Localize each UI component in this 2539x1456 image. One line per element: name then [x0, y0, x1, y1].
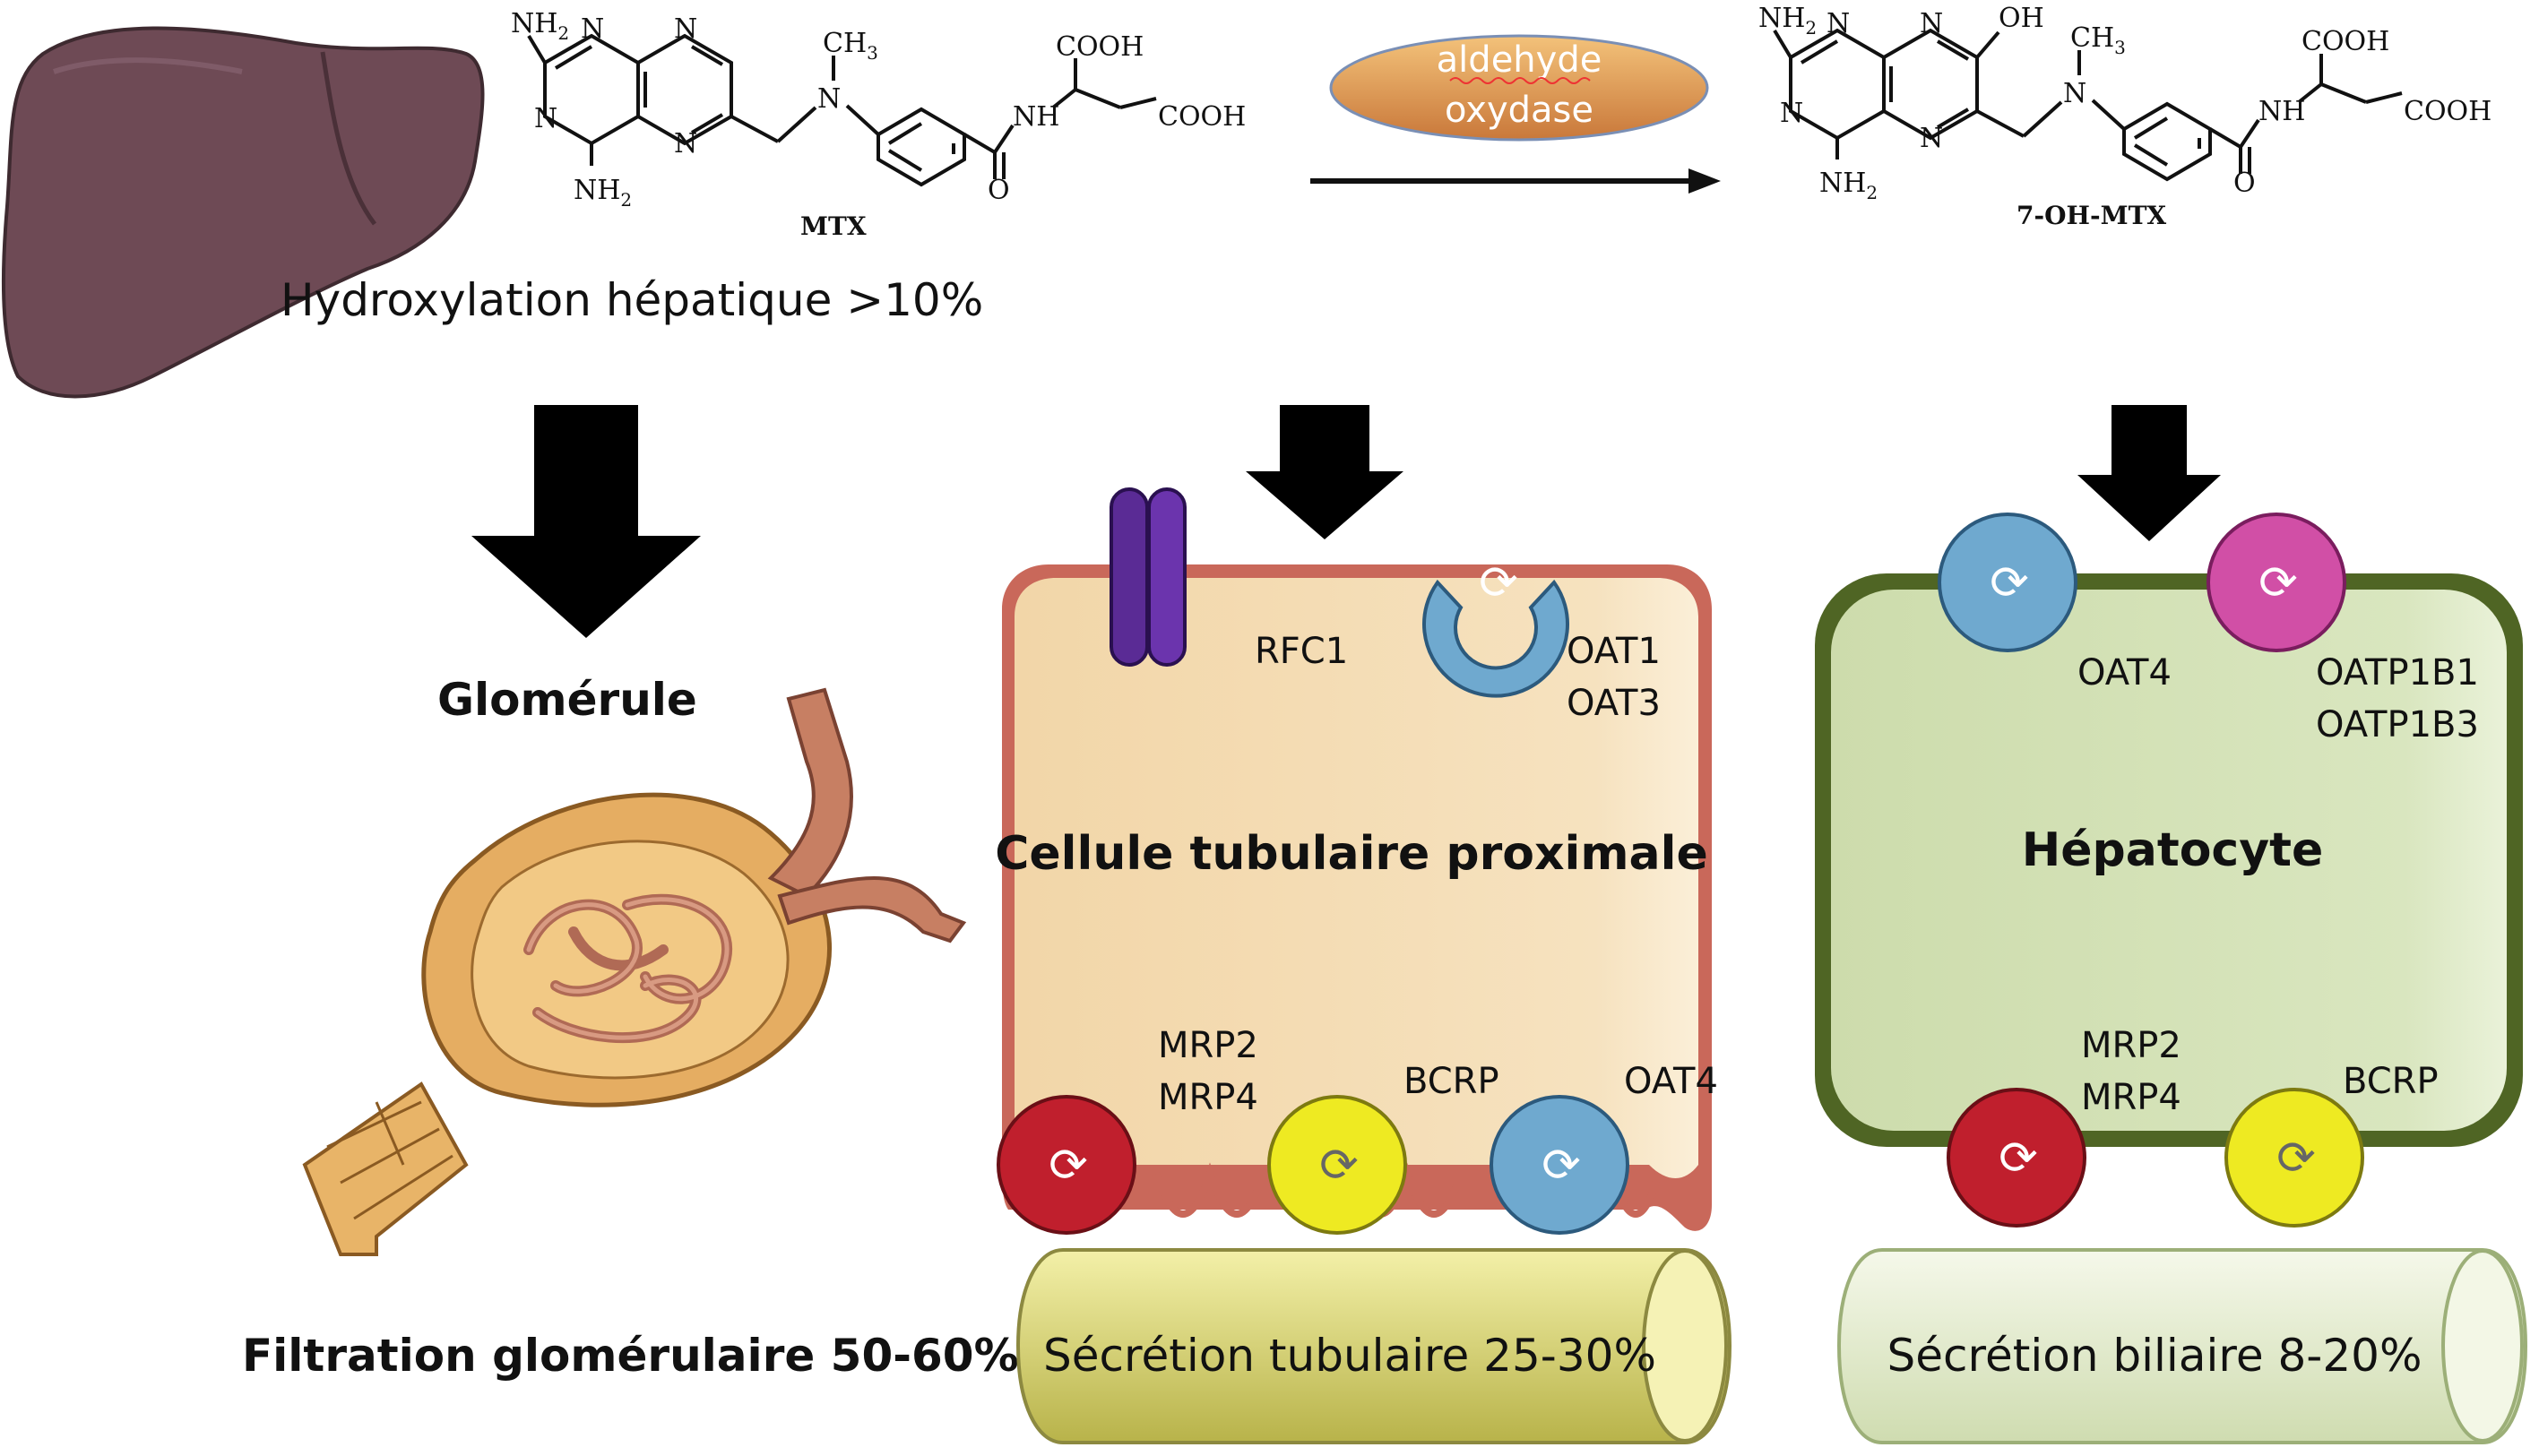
mtx-nh2-bottom: NH	[574, 175, 620, 206]
oh-mtx-methyl-sub: 3	[2114, 37, 2126, 58]
mrp2-hepatocyte-label: MRP2	[2081, 1025, 2181, 1066]
oatp-transporter-hepatocyte: ⟳	[2207, 513, 2346, 652]
mrp2-mrp4-transporter-tubule: ⟳	[997, 1095, 1136, 1235]
oh-mtx-structure	[1773, 28, 2403, 182]
mtx-atom-labels: NH2 NH2 N N N N CH3 N NH COOH COOH O MTX	[511, 8, 1246, 241]
oh-mtx-oh: OH	[1999, 3, 2044, 34]
oh-mtx-nh2-top: NH	[1758, 3, 1805, 34]
oh-mtx-cooh-top: COOH	[2302, 26, 2389, 57]
svg-text:NH2: NH2	[574, 175, 632, 211]
mtx-methyl-sub: 3	[867, 42, 878, 64]
oat1-label: OAT1	[1567, 631, 1661, 672]
down-arrow-hepatocyte	[2077, 405, 2221, 541]
mtx-cooh-side: COOH	[1158, 101, 1246, 133]
oh-mtx-n1: N	[1827, 8, 1850, 39]
mtx-carbonyl-o: O	[988, 175, 1010, 206]
down-arrow-tubule	[1246, 405, 1403, 539]
hydroxylation-arrow	[1310, 168, 1721, 194]
oatp-cycle-icon: ⟳	[2258, 556, 2298, 610]
mtx-cooh-top: COOH	[1056, 31, 1144, 63]
liver-caption: Hydroxylation hépatique >10%	[281, 274, 983, 326]
mtx-nh: NH	[1013, 101, 1059, 133]
oh-mtx-nh2-bottom-sub: 2	[1866, 182, 1878, 203]
oh-mtx-methyl: CH	[2070, 22, 2114, 54]
biliary-lumen-cylinder	[1836, 1248, 2528, 1444]
bcrp-tubule-label: BCRP	[1403, 1061, 1499, 1102]
svg-text:NH2: NH2	[1758, 3, 1817, 39]
bcrp-transporter-hepatocyte: ⟳	[2224, 1088, 2364, 1228]
oat1-oat3-cycle-icon: ⟳	[1479, 556, 1518, 610]
oh-mtx-n3: N	[1780, 98, 1803, 129]
hepatocyte-title: Hépatocyte	[2022, 823, 2324, 877]
svg-text:CH3: CH3	[2070, 22, 2126, 58]
biliary-secretion-caption: Sécrétion biliaire 8-20%	[1887, 1330, 2422, 1382]
oat4-hepatocyte-label: OAT4	[2077, 652, 2172, 694]
oh-mtx-n-methyl: N	[2063, 78, 2086, 109]
oat4-transporter-tubule: ⟳	[1490, 1095, 1629, 1235]
mtx-n4: N	[674, 128, 697, 159]
oh-mtx-n2: N	[1920, 8, 1943, 39]
oh-mtx-nh2-top-sub: 2	[1805, 17, 1817, 39]
mrp4-tubule-label: MRP4	[1158, 1077, 1258, 1118]
mrp-hep-cycle-icon: ⟳	[1999, 1132, 2038, 1185]
mtx-structure	[527, 33, 1157, 187]
mtx-nh2-top: NH	[511, 8, 557, 39]
oh-mtx-atom-labels: NH2 NH2 N N N N OH CH3 N NH COOH COOH O …	[1758, 3, 2492, 230]
oat1-oat3-transporter: ⟳	[1422, 556, 1569, 698]
glomerular-filtration-caption: Filtration glomérulaire 50-60%	[242, 1330, 1019, 1382]
svg-text:NH2: NH2	[1819, 168, 1878, 203]
oatp1b1-label: OATP1B1	[2316, 652, 2479, 694]
oat4-tubule-cycle-icon: ⟳	[1542, 1139, 1581, 1193]
bcrp-tubule-cycle-icon: ⟳	[1319, 1139, 1359, 1193]
enzyme-line1: aldehyde	[1437, 39, 1602, 81]
oh-mtx-nh2-bottom: NH	[1819, 168, 1866, 199]
oh-mtx-carbonyl-o: O	[2233, 168, 2256, 199]
mrp4-hepatocyte-label: MRP4	[2081, 1077, 2181, 1118]
oh-mtx-cooh-side: COOH	[2404, 96, 2492, 127]
oh-mtx-nh: NH	[2258, 96, 2305, 127]
oh-mtx-n4: N	[1920, 123, 1943, 154]
mtx-n3: N	[534, 103, 557, 134]
down-arrow-glomerulus	[471, 405, 701, 638]
mtx-nh2-bottom-sub: 2	[620, 189, 632, 211]
tubular-cell-title: Cellule tubulaire proximale	[995, 827, 1708, 881]
mrp2-tubule-label: MRP2	[1158, 1025, 1258, 1066]
tubular-cell	[1002, 564, 1712, 1231]
mtx-nh2-top-sub: 2	[557, 22, 569, 44]
oh-mtx-name: 7-OH-MTX	[2017, 201, 2166, 230]
oat4-hep-cycle-icon: ⟳	[1990, 556, 2029, 610]
mtx-n2: N	[674, 13, 697, 45]
glomerulus-title: Glomérule	[437, 674, 697, 726]
oat3-label: OAT3	[1567, 683, 1661, 724]
mtx-methyl: CH	[823, 28, 867, 59]
tubular-secretion-caption: Sécrétion tubulaire 25-30%	[1043, 1330, 1656, 1382]
oatp1b3-label: OATP1B3	[2316, 704, 2479, 745]
bcrp-hepatocyte-label: BCRP	[2343, 1061, 2439, 1102]
oat4-tubule-label: OAT4	[1624, 1061, 1718, 1102]
liver-illustration	[1, 26, 485, 399]
mtx-name: MTX	[800, 211, 867, 241]
mrp2-mrp4-transporter-hepatocyte: ⟳	[1947, 1088, 2086, 1228]
mtx-n1: N	[581, 13, 604, 45]
mrp-tubule-cycle-icon: ⟳	[1049, 1139, 1088, 1193]
tubular-lumen-cylinder	[1015, 1248, 1732, 1444]
rfc1-label: RFC1	[1255, 631, 1348, 672]
svg-text:NH2: NH2	[511, 8, 569, 44]
rfc1-channel	[1110, 487, 1187, 667]
svg-text:CH3: CH3	[823, 28, 878, 64]
bcrp-hep-cycle-icon: ⟳	[2276, 1132, 2316, 1185]
hepatocyte-cell	[1815, 573, 2523, 1147]
glomerulus-illustration	[302, 687, 967, 1256]
mtx-n-methyl: N	[817, 83, 841, 115]
bcrp-transporter-tubule: ⟳	[1267, 1095, 1407, 1235]
oat4-transporter-hepatocyte: ⟳	[1938, 513, 2077, 652]
enzyme-line2: oxydase	[1445, 90, 1593, 131]
enzyme-badge: aldehyde oxydase	[1329, 34, 1709, 142]
